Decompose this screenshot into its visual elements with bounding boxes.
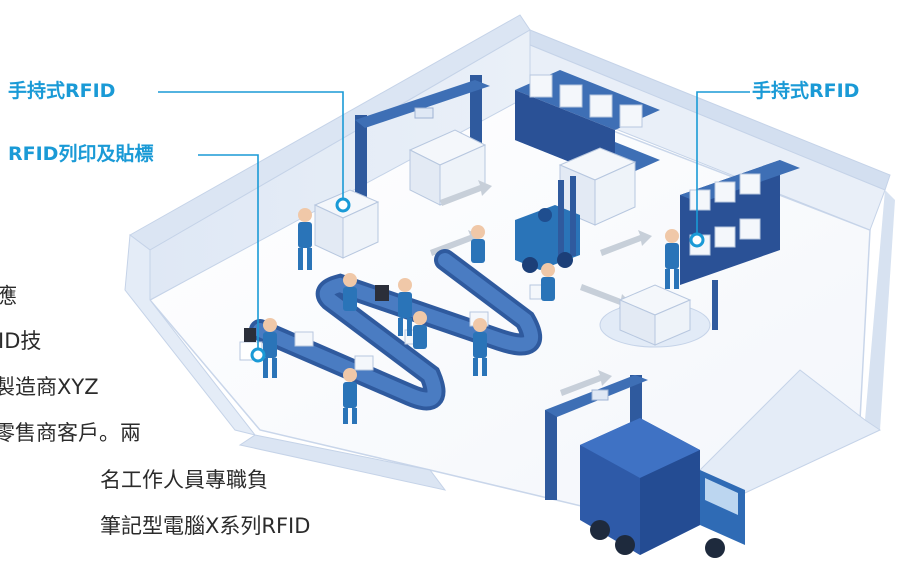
callout-leaders	[158, 91, 750, 349]
conveyor-belts	[249, 249, 543, 411]
worker-4	[471, 225, 485, 263]
turntable-station	[599, 280, 718, 348]
worker-3	[398, 278, 412, 336]
callout-label-handheld-left: 手持式RFID	[8, 80, 116, 102]
body-text-line-6: 筆記型電腦X系列RFID	[100, 514, 311, 538]
callout-label-handheld-right: 手持式RFID	[752, 80, 860, 102]
worker-7	[473, 318, 487, 376]
worker-5	[343, 368, 357, 424]
forklift	[515, 176, 580, 273]
callout-label-print-label: RFID列印及貼標	[8, 143, 154, 165]
worker-2	[343, 273, 357, 311]
worker-right-scan	[665, 229, 679, 289]
worker-6	[413, 311, 427, 349]
body-text-line-3: 製造商XYZ	[0, 375, 99, 399]
body-text-line-2: ID技	[0, 329, 42, 353]
worker-left-scan	[298, 208, 312, 270]
body-text-line-1: 應	[0, 284, 17, 308]
worker-labeler	[263, 318, 277, 378]
body-text-line-4: 零售商客戶。兩	[0, 421, 141, 445]
workers	[263, 208, 679, 424]
shelving-right	[680, 160, 800, 285]
pallet-stack-back	[408, 129, 487, 206]
pallet-stack-center	[558, 147, 637, 226]
delivery-truck	[580, 418, 745, 558]
worker-8	[541, 263, 555, 301]
body-text-line-5: 名工作人員專職負	[100, 468, 268, 492]
